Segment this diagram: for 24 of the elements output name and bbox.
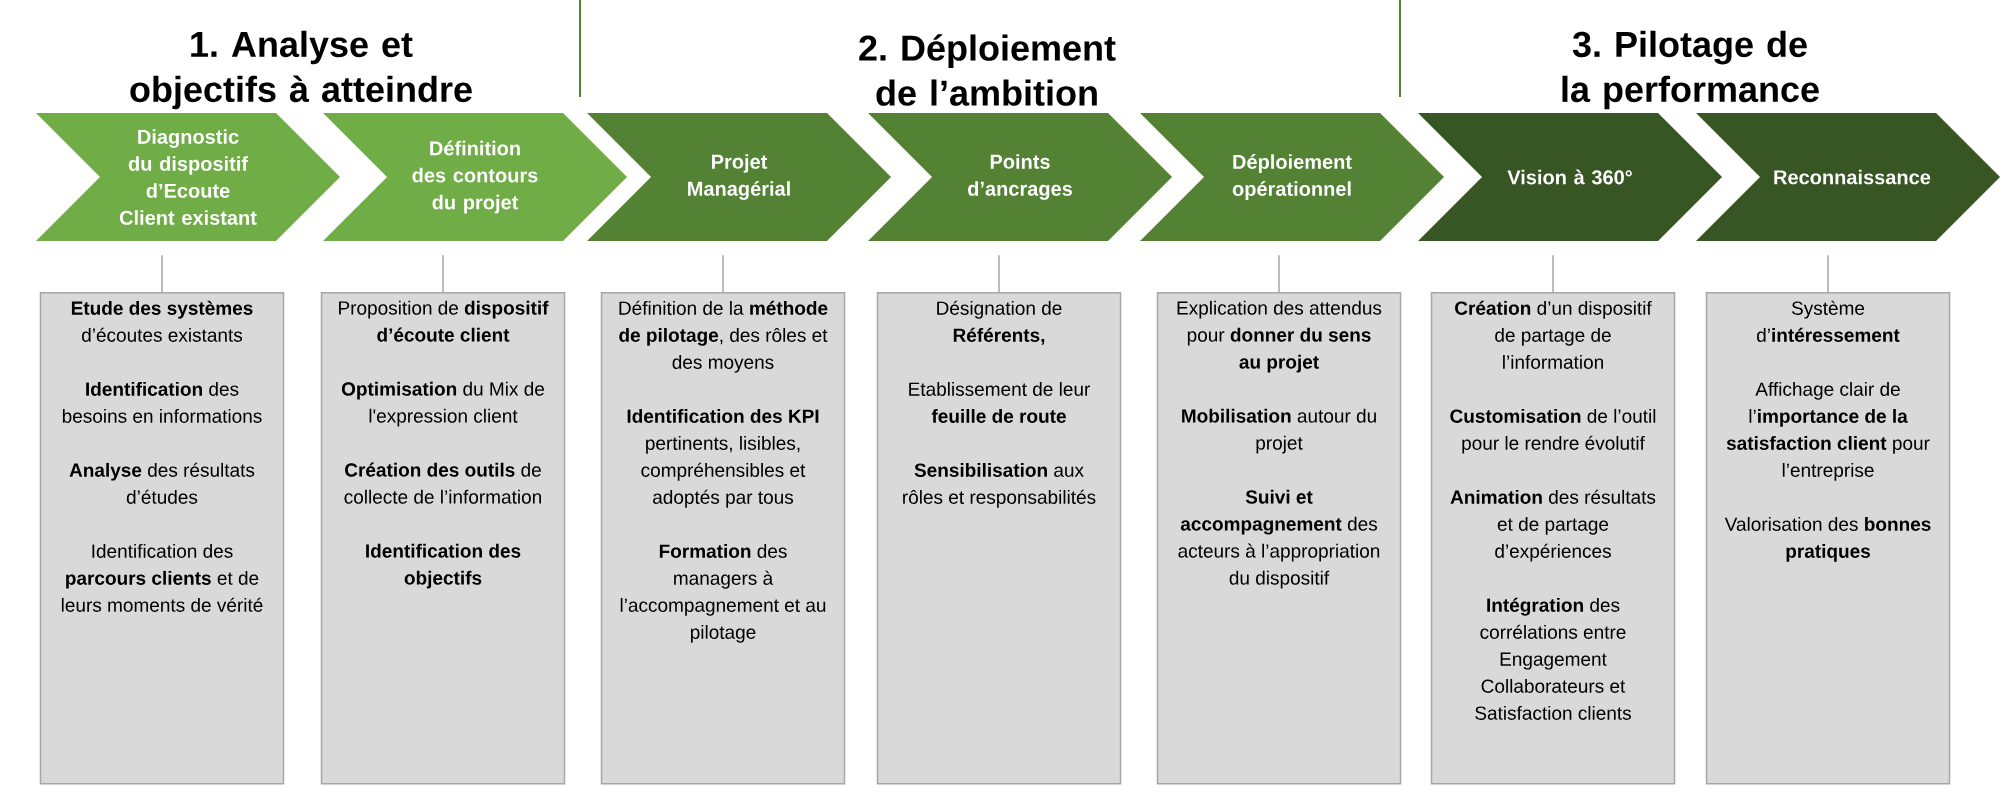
step-banner: Diagnostic du dispositif d’Ecoute Client existant [36,113,340,241]
detail-box: Système d’intéressement Affichage clair de l’importance de la satisfaction client pour l’entreprise Valorisation des bonnes pratiques [1705,292,1951,785]
step-banner: Déploiement opérationnel [1140,113,1444,241]
phase-heading: 3. Pilotage de la performance [1562,30,1819,110]
connector-line [722,254,724,293]
connector-line [1552,254,1554,293]
detail-box: Proposition de dispositif d’écoute client Optimisation du Mix de l'expression client Création des outils de collecte de l’information Identification des objectifs [320,292,566,785]
detail-box: Création d’un dispositif de partage de l’information Customisation de l’outil pour le rendre évolutif Animation des résultats et de partage d’expériences Intégration des corrélations entre Engagement Collaborateurs et Satisfaction clients [1430,292,1676,785]
phase-heading: 1. Analyse et objectifs à atteindre [130,30,472,110]
detail-box: Désignation de Référents, Etablissement de leur feuille de route Sensibilisation aux rôles et responsabilités [876,292,1122,785]
detail-box: Explication des attendus pour donner du sens au projet Mobilisation autour du projet Suivi et accompagnement des acteurs à l’appropriation du dispositif [1156,292,1402,785]
connector-line [442,254,444,293]
connector-line [161,254,163,293]
step-banner: Projet Managérial [587,113,891,241]
step-banner: Reconnaissance [1696,113,2001,241]
connector-line [1278,254,1280,293]
detail-box: Etude des systèmes d’écoutes existants Identification des besoins en informations Analyse des résultats d’études Identification des parcours clients et de leurs moments de vérité [39,292,285,785]
step-banner: Vision à 360° [1418,113,1722,241]
detail-box: Définition de la méthode de pilotage, des rôles et des moyens Identification des KPI pertinents, lisibles, compréhensibles et adoptés par tous Formation des managers à l’accompagnement et au pilotage [600,292,846,785]
connector-line [1827,254,1829,293]
step-banner: Points d’ancrages [868,113,1172,241]
step-banner: Définition des contours du projet [323,113,627,241]
phase-heading: 2. Déploiement de l’ambition [859,34,1116,106]
connector-line [998,254,1000,293]
